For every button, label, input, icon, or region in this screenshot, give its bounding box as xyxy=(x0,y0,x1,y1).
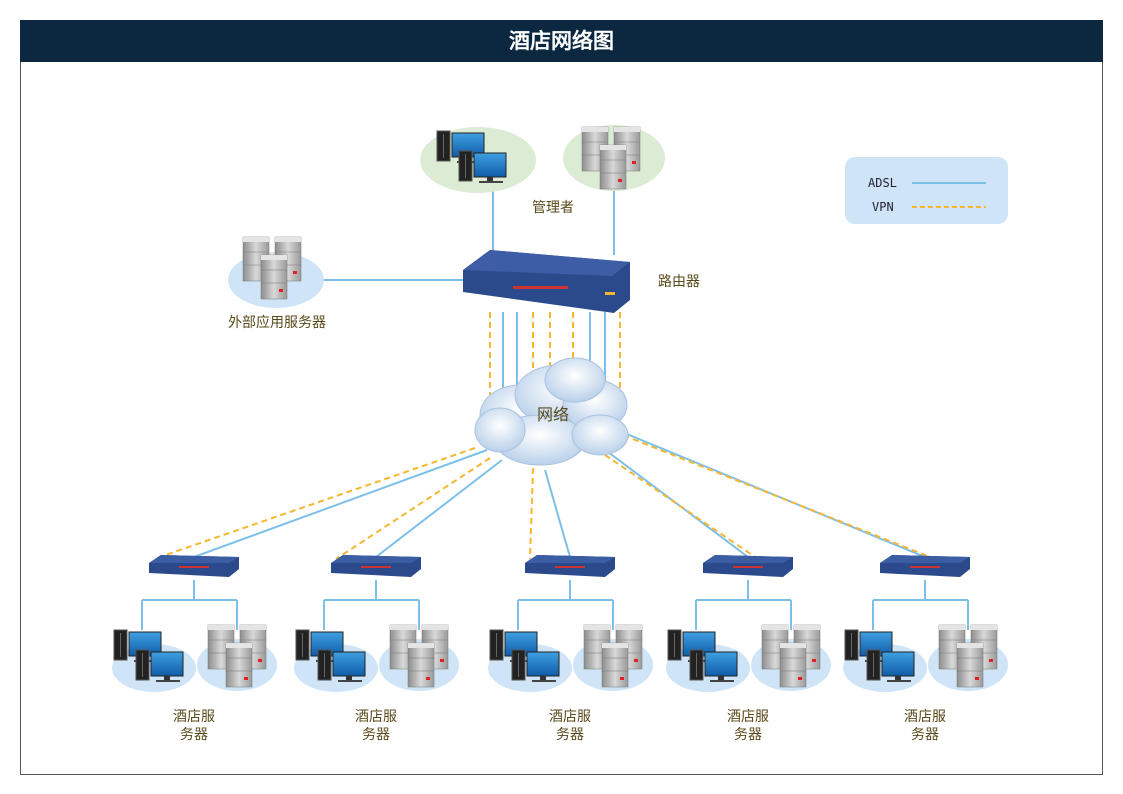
hotel-router xyxy=(703,555,793,577)
main-router-icon xyxy=(463,250,630,313)
hotel-label: 务器 xyxy=(734,727,762,743)
legend-label-adsl: ADSL xyxy=(868,176,897,190)
legend-label-vpn: VPN xyxy=(872,200,894,214)
diagram-title: 酒店网络图 xyxy=(20,20,1103,62)
hotel-label: 酒店服 xyxy=(904,709,946,725)
hotel-label: 酒店服 xyxy=(727,709,769,725)
link-cloud-hotel-vpn xyxy=(529,467,534,560)
router-label: 路由器 xyxy=(658,274,700,290)
hotel-label: 酒店服 xyxy=(355,709,397,725)
nodes-layer: 网络 xyxy=(112,125,1008,692)
hotel-label: 务器 xyxy=(556,727,584,743)
link-cloud-hotel-vpn xyxy=(579,437,759,560)
hotel-router xyxy=(880,555,970,577)
link-cloud-hotel-adsl xyxy=(544,469,571,558)
cloud-label: 网络 xyxy=(537,405,569,424)
link-cloud-hotel-adsl xyxy=(375,459,503,558)
hotel-label: 务器 xyxy=(911,727,939,743)
external-server-label: 外部应用服务器 xyxy=(228,314,326,331)
hotel-label: 务器 xyxy=(180,727,208,743)
hotel-router xyxy=(331,555,421,577)
links-layer xyxy=(141,185,969,630)
link-cloud-hotel-vpn xyxy=(153,447,476,560)
manager-label: 管理者 xyxy=(532,200,574,216)
legend: ADSL VPN xyxy=(845,157,1008,224)
network-cloud-icon xyxy=(474,357,629,466)
link-cloud-hotel-adsl xyxy=(193,449,488,558)
link-cloud-hotel-vpn xyxy=(604,427,936,560)
link-cloud-hotel-vpn xyxy=(335,457,491,560)
hotel-label: 务器 xyxy=(362,727,390,743)
hotel-label: 酒店服 xyxy=(173,709,215,725)
hotel-label: 酒店服 xyxy=(549,709,591,725)
hotel-router xyxy=(149,555,239,577)
link-cloud-hotel-adsl xyxy=(591,439,749,558)
link-cloud-hotel-adsl xyxy=(616,429,926,558)
hotel-router xyxy=(525,555,615,577)
